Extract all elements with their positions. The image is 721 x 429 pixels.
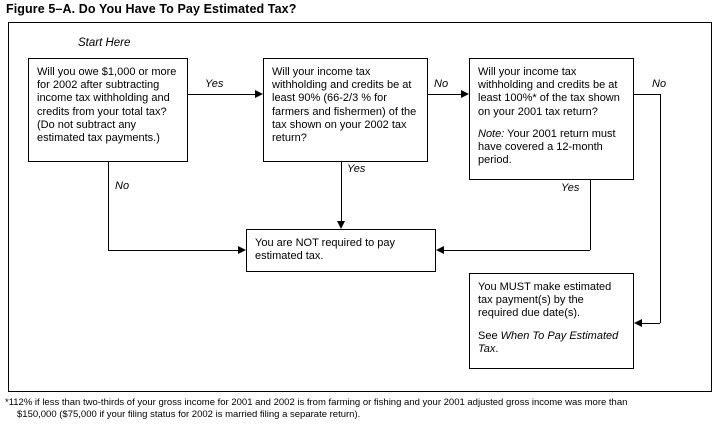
must-pay-box: You MUST make estimated tax payment(s) b… bbox=[469, 273, 634, 369]
question-2-text: Will your income tax withholding and cre… bbox=[272, 66, 417, 145]
label-no-q1: No bbox=[115, 180, 130, 192]
label-no-q2: No bbox=[434, 78, 449, 90]
not-required-text: You are NOT required to pay estimated ta… bbox=[255, 237, 396, 263]
connector-q2-to-q3 bbox=[428, 94, 461, 95]
not-required-box: You are NOT required to pay estimated ta… bbox=[246, 229, 436, 272]
label-no-q3: No bbox=[652, 78, 667, 90]
question-3-note: Note: Your 2001 return must have covered… bbox=[478, 128, 625, 168]
arrowhead-q2-to-q3 bbox=[461, 89, 469, 98]
connector-q1-to-q2 bbox=[188, 94, 255, 95]
see-lead: See bbox=[478, 329, 501, 342]
question-3-text: Will your income tax withholding and cre… bbox=[478, 66, 620, 118]
note-text: Your 2001 return must have covered a 12-… bbox=[478, 127, 616, 167]
arrowhead-q1-to-q2 bbox=[255, 89, 263, 98]
question-2-box: Will your income tax withholding and cre… bbox=[263, 58, 428, 162]
footnote-line-2: $150,000 ($75,000 if your filing status … bbox=[17, 409, 361, 420]
figure-title: Figure 5–A. Do You Have To Pay Estimated… bbox=[6, 2, 297, 16]
footnote-line-1: *112% if less than two-thirds of your gr… bbox=[5, 397, 628, 408]
must-pay-reference: See When To Pay Estimated Tax. bbox=[478, 330, 625, 356]
connector-q2-yes-vertical bbox=[341, 162, 342, 221]
label-yes-q1: Yes bbox=[205, 78, 224, 90]
connector-q3-no-vertical bbox=[660, 94, 661, 323]
connector-q3-no-horizontal-top bbox=[634, 94, 660, 95]
arrowhead-q3-yes bbox=[436, 245, 444, 254]
arrowhead-q2-yes bbox=[336, 221, 345, 229]
question-1-text: Will you owe $1,000 or more for 2002 aft… bbox=[37, 66, 177, 145]
connector-q3-yes-vertical bbox=[590, 180, 591, 250]
connector-q1-no-horizontal bbox=[108, 250, 238, 251]
connector-q3-no-horizontal-bottom bbox=[642, 323, 660, 324]
connector-q1-no-vertical bbox=[108, 162, 109, 250]
see-reference-italic: When To Pay Estimated Tax bbox=[478, 329, 619, 355]
footnote: *112% if less than two-thirds of your gr… bbox=[5, 397, 705, 421]
label-yes-q2: Yes bbox=[347, 163, 366, 175]
question-3-box: Will your income tax withholding and cre… bbox=[469, 58, 634, 180]
arrowhead-q1-no bbox=[238, 245, 246, 254]
see-end: . bbox=[495, 342, 499, 355]
label-yes-q3: Yes bbox=[561, 182, 580, 194]
note-label: Note: bbox=[478, 127, 505, 140]
start-here-label: Start Here bbox=[78, 37, 131, 49]
question-1-box: Will you owe $1,000 or more for 2002 aft… bbox=[28, 58, 188, 162]
connector-q3-yes-horizontal bbox=[444, 250, 590, 251]
arrowhead-q3-no bbox=[634, 318, 642, 327]
must-pay-text: You MUST make estimated tax payment(s) b… bbox=[478, 281, 612, 320]
